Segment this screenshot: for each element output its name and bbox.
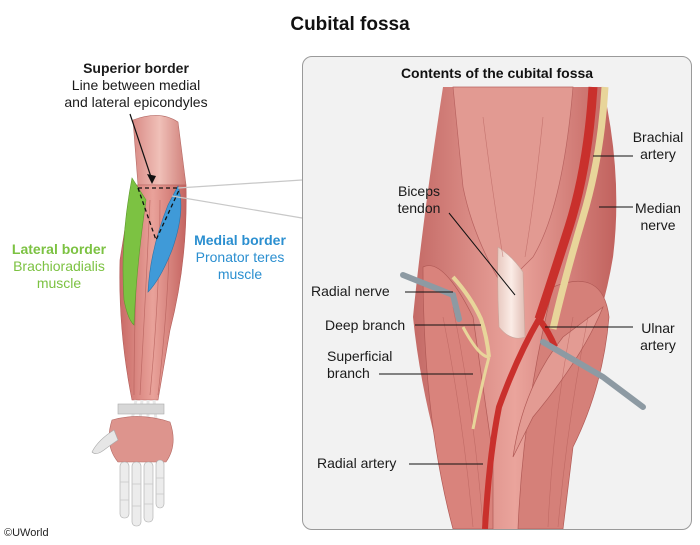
thumb	[91, 429, 119, 454]
ulnar-artery-label-line2: artery	[640, 337, 676, 353]
median-nerve-label: Median nerve	[629, 200, 687, 234]
superior-border-line1: Line between medial	[71, 77, 201, 93]
radial-artery-label: Radial artery	[317, 455, 397, 471]
cubital-fossa-contents-panel: Contents of the cubital fossa Brachial a…	[302, 56, 692, 530]
fingers	[119, 459, 165, 527]
pronator-teres-detail	[512, 305, 604, 458]
median-nerve-label-line1: Median	[635, 200, 681, 216]
zoom-line-top	[177, 179, 303, 189]
brachial-artery-label-line2: artery	[640, 146, 676, 162]
medial-border-label: Medial border Pronator teres muscle	[184, 232, 296, 283]
lateral-border-line2: muscle	[36, 275, 82, 291]
superior-border-line2: and lateral epicondyles	[64, 94, 208, 110]
page-title: Cubital fossa	[290, 14, 410, 35]
brachioradialis-muscle	[122, 177, 147, 326]
copyright-text: ©UWorld	[4, 527, 49, 539]
biceps-tendon-label: Biceps tendon	[379, 183, 459, 217]
medial-border-line2: muscle	[217, 266, 263, 282]
wrist-retinaculum	[117, 403, 165, 415]
lateral-border-label: Lateral border Brachioradialis muscle	[0, 241, 118, 292]
ulnar-artery-label-line1: Ulnar	[641, 320, 675, 336]
right-retractor	[540, 339, 646, 410]
cubital-fossa-detail-illustration	[379, 86, 646, 529]
superior-border-pointer	[129, 113, 153, 181]
lateral-border-line1: Brachioradialis	[13, 258, 105, 274]
hand	[108, 416, 174, 463]
medial-border-heading: Medial border	[194, 232, 286, 248]
finger-joints	[120, 477, 164, 507]
radial-nerve-label: Radial nerve	[311, 283, 390, 299]
median-nerve-label-line2: nerve	[640, 217, 676, 233]
brachial-artery-label: Brachial artery	[629, 129, 687, 163]
left-retractor	[400, 272, 462, 322]
biceps-tendon	[497, 246, 526, 339]
panel-title: Contents of the cubital fossa	[400, 65, 594, 81]
medial-border-line1: Pronator teres	[195, 249, 285, 265]
superior-border-arrowhead	[147, 174, 156, 184]
lateral-border-heading: Lateral border	[11, 241, 107, 257]
biceps-muscle	[452, 86, 574, 288]
zoom-line-bottom	[171, 195, 303, 219]
leader-lines	[379, 155, 633, 465]
superior-border-label: Superior border Line between medial and …	[36, 60, 236, 111]
superficial-branch-label: Superficial branch	[327, 348, 392, 382]
brachial-artery	[534, 86, 598, 321]
brachial-artery-label-line1: Brachial	[632, 129, 684, 145]
superficial-branch-label-line1: Superficial	[327, 348, 393, 364]
detail-striations	[442, 116, 589, 528]
radial-artery	[482, 317, 542, 529]
ulnar-artery-label: Ulnar artery	[629, 320, 687, 354]
biceps-tendon-label-line1: Biceps	[397, 183, 441, 199]
superficial-branch-nerve	[471, 356, 491, 430]
radial-nerve	[451, 275, 491, 358]
biceps-tendon-label-line2: tendon	[397, 200, 441, 216]
cubital-fossa-outline	[137, 187, 181, 242]
superior-border-heading: Superior border	[83, 60, 189, 76]
deep-branch-label: Deep branch	[325, 317, 406, 333]
superficial-branch-label-line2: branch	[327, 365, 370, 381]
deep-branch-nerve	[461, 326, 490, 359]
upper-arm	[132, 115, 187, 186]
median-nerve	[549, 86, 609, 330]
